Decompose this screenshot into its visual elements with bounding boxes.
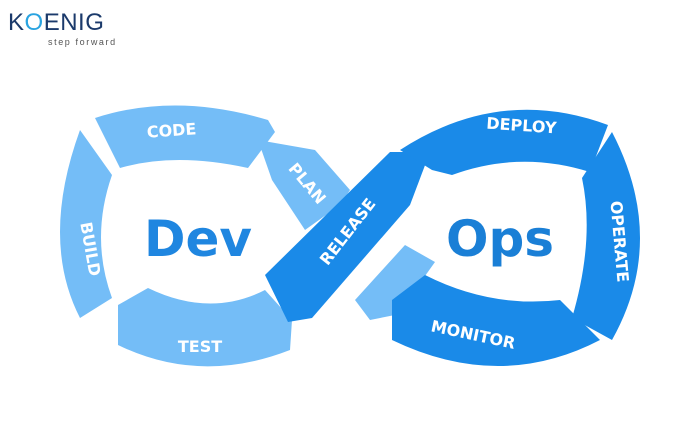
segment-build bbox=[60, 130, 112, 318]
logo-letter-k: K bbox=[8, 9, 25, 36]
logo-wordmark: KOENIG bbox=[8, 8, 104, 38]
logo-letter-o: O bbox=[24, 9, 44, 36]
logo-tagline: step forward bbox=[48, 37, 117, 47]
label-deploy: DEPLOY bbox=[486, 114, 558, 138]
label-code: CODE bbox=[146, 119, 197, 141]
segment-test bbox=[118, 288, 292, 367]
segment-return-arrow bbox=[355, 245, 435, 320]
segment-plan bbox=[258, 140, 350, 230]
koenig-logo: KOENIG step forward bbox=[8, 8, 118, 52]
logo-letters-rest: ENIG bbox=[43, 9, 105, 36]
label-test: TEST bbox=[178, 337, 222, 356]
dev-label: Dev bbox=[144, 210, 252, 268]
segment-monitor bbox=[392, 275, 600, 366]
segment-deploy bbox=[400, 109, 608, 175]
segment-operate bbox=[572, 132, 640, 340]
segment-release bbox=[265, 152, 430, 322]
segment-code bbox=[95, 105, 275, 168]
ops-label: Ops bbox=[446, 210, 554, 268]
